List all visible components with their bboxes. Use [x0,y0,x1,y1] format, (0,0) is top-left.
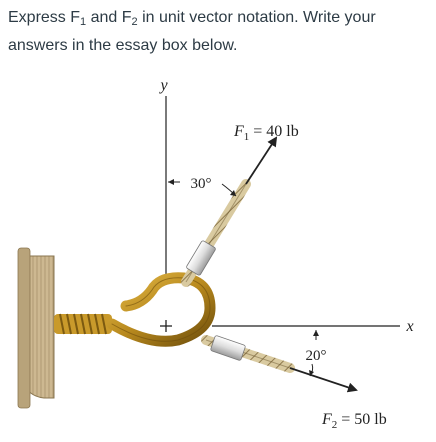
f1-label: F1 = 40 lb [233,123,299,143]
f2-subscript: 2 [131,16,138,28]
question-text-part: Express F [8,9,81,26]
f1-value: = 40 lb [249,123,298,140]
f2-label: F2 = 50 lb [321,411,387,431]
angle-30-marker [168,179,237,197]
y-axis-label: y [158,78,168,94]
f2-arrow [289,367,358,393]
eye-bolt-shank [54,313,112,335]
rope-f1 [181,179,251,287]
question-text-part: in unit vector notation. Write your [137,9,376,26]
question-line-2: answers in the essay box below. [8,37,238,54]
f2-label-subscript: 2 [332,419,338,431]
question-text-part: and F [86,9,132,26]
angle-20-label: 20° [306,348,327,364]
force-diagram: y x [17,78,414,431]
f1-label-subscript: 1 [244,131,250,143]
f2-value: = 50 lb [337,411,386,428]
f1-arrow [245,136,278,185]
eye-bolt-hook [106,272,216,347]
question-line-1: Express F1 and F2 in unit vector notatio… [8,4,430,32]
f1-subscript: 1 [80,16,87,28]
question-text: Express F1 and F2 in unit vector notatio… [8,4,430,60]
wall [17,247,55,409]
rope-f2 [201,335,295,373]
angle-20-marker [309,330,319,377]
f2-symbol: F [321,411,332,428]
x-axis-label: x [405,318,413,335]
origin-marker [160,320,172,332]
angle-30-label: 30° [191,176,212,192]
f1-symbol: F [233,123,244,140]
